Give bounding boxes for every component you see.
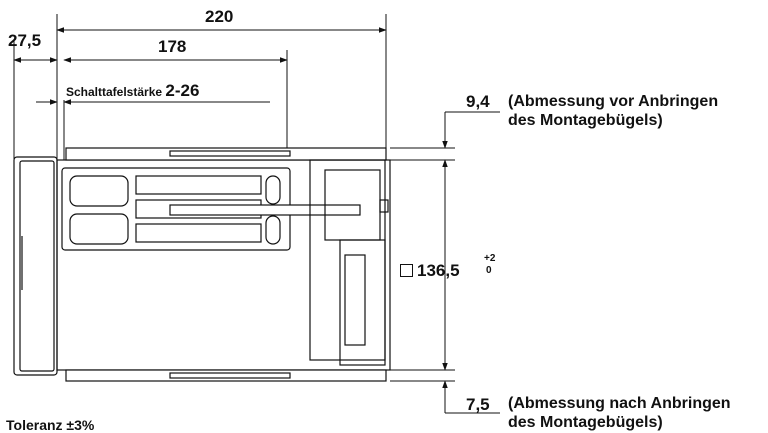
oval-2 — [265, 215, 281, 245]
panel-thickness-label: Schalttafelstärke 2-26 — [66, 82, 199, 99]
dim-label-136-5: 136,5 — [400, 262, 460, 279]
oval-1 — [265, 175, 281, 205]
panel-thickness-text: Schalttafelstärke — [66, 85, 163, 99]
slot-5 — [135, 223, 262, 243]
square-symbol-icon — [400, 264, 413, 277]
cutout-tolerance-lower: 0 — [486, 265, 492, 276]
slot-2 — [69, 213, 129, 245]
top-offset-note: (Abmessung vor Anbringen des Montagebüge… — [508, 92, 718, 130]
front-bezel-inner — [19, 160, 55, 372]
terminal-clip — [379, 199, 389, 213]
dim-label-220: 220 — [205, 7, 234, 26]
dim-label-9-4: 9,4 — [466, 92, 490, 111]
device-housing — [13, 147, 391, 382]
tolerance-note: Toleranz ±3% — [6, 417, 95, 433]
top-rail-notch — [169, 150, 291, 157]
cutout-tolerance-upper: +2 — [484, 253, 496, 264]
cutout-size: 136,5 — [417, 261, 460, 280]
bottom-offset-note-line1: (Abmessung nach Anbringen — [508, 395, 731, 412]
dim-label-27-5: 27,5 — [8, 31, 42, 50]
slot-3 — [135, 175, 262, 195]
top-offset-note-line2: des Montagebügels) — [508, 112, 663, 129]
panel-thickness-value: 2-26 — [165, 81, 200, 100]
bottom-rail — [65, 369, 387, 382]
top-rail — [65, 147, 387, 161]
top-offset-note-line1: (Abmessung vor Anbringen — [508, 93, 719, 110]
slot-1 — [69, 175, 129, 207]
bottom-rail-notch — [169, 372, 291, 379]
terminal-block-bottom — [339, 239, 386, 366]
slider-bar — [169, 204, 361, 216]
terminal-block-body — [309, 159, 386, 361]
bottom-offset-note-line2: des Montagebügels) — [508, 414, 663, 431]
dim-label-7-5: 7,5 — [466, 395, 490, 414]
dim-label-178: 178 — [158, 37, 187, 56]
terminal-detail — [344, 254, 366, 346]
bottom-offset-note: (Abmessung nach Anbringen des Montagebüg… — [508, 394, 731, 432]
